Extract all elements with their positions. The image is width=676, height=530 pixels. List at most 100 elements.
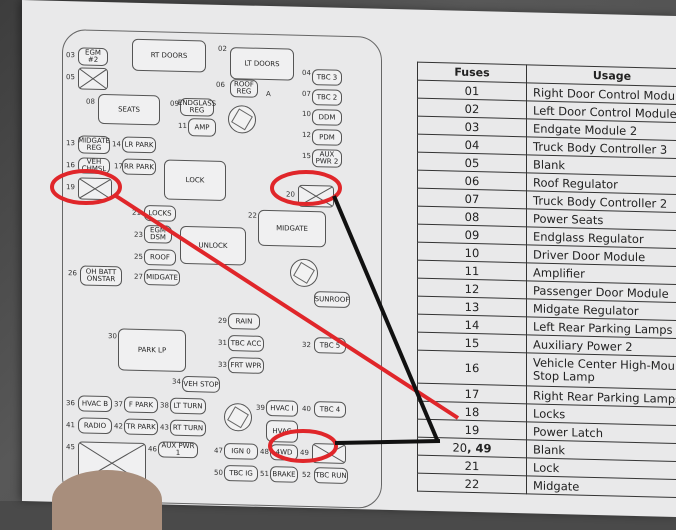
fuse-number-cell: 22 bbox=[418, 473, 527, 494]
relay-midgate: MIDGATE bbox=[258, 210, 326, 248]
fuse-aux-pwr1: AUX PWR 1 bbox=[158, 441, 198, 458]
fuse-ign0: IGN 0 bbox=[224, 443, 258, 460]
fuse-number: 37 bbox=[114, 400, 123, 408]
fuse-rt-turn: RT TURN bbox=[170, 420, 206, 437]
fuse-egm-dsm: EGM DSM bbox=[144, 225, 172, 244]
fuse-tbc-acc: TBC ACC bbox=[228, 335, 264, 352]
fuse-ddm: DDM bbox=[312, 109, 342, 126]
fuse-number: 19 bbox=[66, 183, 75, 191]
fuse-4wd: 4WD bbox=[270, 444, 298, 461]
fuse-egm2: EGM #2 bbox=[78, 47, 108, 66]
fuse-number-text: 13 bbox=[465, 299, 480, 313]
fuse-number: 20 bbox=[286, 190, 295, 198]
fuse-number-text: 21 bbox=[465, 458, 480, 472]
fuse-panel-marker: A bbox=[266, 90, 271, 98]
fuse-number: 05 bbox=[66, 73, 75, 81]
fuse-endglass-reg: ENDGLASS REG bbox=[180, 98, 214, 117]
fuse-roof-reg: ROOF REG bbox=[230, 79, 258, 98]
fuse-number-text: 11 bbox=[465, 263, 480, 277]
usage-cell: Midgate bbox=[527, 476, 676, 498]
fuse-sunroof: SUNROOF bbox=[314, 291, 350, 308]
fuse-number-text: 07 bbox=[465, 191, 480, 205]
fuse-number: 16 bbox=[66, 161, 75, 169]
fuse-number: 10 bbox=[302, 110, 311, 118]
relay-rt-doors: RT DOORS bbox=[132, 39, 206, 73]
relay-hvac: HVAC bbox=[266, 420, 298, 443]
fuse-number: 02 bbox=[218, 45, 227, 53]
fuse-number: 36 bbox=[66, 399, 75, 407]
fuse-tbc2: TBC 2 bbox=[312, 89, 342, 106]
fuse-number-text: 15 bbox=[465, 335, 480, 349]
relay-lt-doors: LT DOORS bbox=[230, 47, 294, 81]
fuse-number-text: 14 bbox=[465, 317, 480, 331]
fuse-tbc-ig: TBC IG bbox=[224, 465, 258, 482]
fuse-number-text: 03 bbox=[465, 119, 480, 133]
fuse-aux-pwr2: AUX PWR 2 bbox=[312, 149, 342, 168]
fuse-number: 08 bbox=[86, 98, 95, 106]
fuse-number-text: 17 bbox=[465, 386, 480, 400]
fuse-midgate-27: MIDGATE bbox=[144, 269, 180, 286]
fuse-number: 43 bbox=[160, 423, 169, 431]
fuse-veh-stop: VEH STOP bbox=[182, 376, 220, 393]
fuse-number: 40 bbox=[302, 405, 311, 413]
fuse-midgate-reg: MIDGATE REG bbox=[78, 135, 110, 154]
fuse-number-text: 22 bbox=[465, 476, 480, 490]
handwritten-annotation: , 49 bbox=[467, 440, 491, 455]
fuse-number: 33 bbox=[218, 361, 227, 369]
fuse-number: 21 bbox=[132, 209, 141, 217]
fuse-lr-park: LR PARK bbox=[122, 136, 156, 153]
fuse-veh-chmsl: VEH CHMSL bbox=[78, 157, 110, 174]
relay-seats: SEATS bbox=[98, 94, 160, 126]
fuse-number: 11 bbox=[178, 122, 187, 130]
fuse-frt-wpr: FRT WPR bbox=[228, 357, 264, 374]
fuse-number-text: 19 bbox=[465, 422, 480, 436]
fuse-number-text: 16 bbox=[465, 361, 480, 375]
fuse-oh-batt-onstar: OH BATT ONSTAR bbox=[80, 265, 122, 286]
fuse-number-text: 04 bbox=[465, 137, 480, 151]
fuse-number-text: 12 bbox=[465, 281, 480, 295]
fuse-radio: RADIO bbox=[78, 417, 112, 434]
fuse-number: 31 bbox=[218, 339, 227, 347]
fuse-pdm: PDM bbox=[312, 129, 342, 146]
fuse-blank-49 bbox=[312, 443, 346, 464]
fuse-rr-park: RR PARK bbox=[122, 158, 156, 175]
fuse-number-text: 01 bbox=[465, 83, 480, 97]
fuse-number-text: 08 bbox=[465, 209, 480, 223]
fuse-number: 06 bbox=[216, 81, 225, 89]
usage-cell: Vehicle Center High-Mount Stop Lamp bbox=[527, 353, 676, 390]
fuse-number: 14 bbox=[112, 140, 121, 148]
fuse-tbc3: TBC 3 bbox=[312, 69, 342, 86]
fuse-number: 27 bbox=[134, 273, 143, 281]
fuse-blank-19 bbox=[78, 177, 112, 200]
fuse-hvac-i: HVAC I bbox=[266, 400, 298, 417]
fuse-lt-turn: LT TURN bbox=[170, 398, 206, 415]
fuse-number: 29 bbox=[218, 317, 227, 325]
fuse-number: 15 bbox=[302, 152, 311, 160]
fuse-number: 47 bbox=[214, 447, 223, 455]
fuse-number: 42 bbox=[114, 422, 123, 430]
relay-park-lp: PARK LP bbox=[118, 328, 186, 372]
fuse-brake: BRAKE bbox=[270, 466, 298, 483]
fuse-number: 03 bbox=[66, 51, 75, 59]
fuse-tr-park: TR PARK bbox=[124, 418, 158, 435]
fuse-panel-diagram: 03 EGM #2 05 RT DOORS 02 LT DOORS TBC 3 … bbox=[40, 0, 390, 510]
bolt-icon bbox=[228, 105, 256, 134]
fuse-f-park: F PARK bbox=[124, 396, 158, 413]
fuse-number-text: 10 bbox=[465, 245, 480, 259]
fuse-number: 13 bbox=[66, 139, 75, 147]
fuse-number: 45 bbox=[66, 443, 75, 451]
fuse-hvac-b: HVAC B bbox=[78, 395, 112, 412]
fuse-number: 49 bbox=[300, 449, 309, 457]
fuse-number-text: 05 bbox=[465, 155, 480, 169]
fuse-tbc-run: TBC RUN bbox=[314, 467, 348, 484]
fuse-number: 07 bbox=[302, 90, 311, 98]
fuse-number: 12 bbox=[302, 131, 311, 139]
fuse-tbc4: TBC 4 bbox=[314, 401, 346, 418]
fuse-number: 23 bbox=[134, 231, 143, 239]
fuse-number: 25 bbox=[134, 253, 143, 261]
fuse-number: 38 bbox=[160, 401, 169, 409]
fuse-blank-20 bbox=[298, 185, 334, 208]
fuse-number: 52 bbox=[302, 471, 311, 479]
fuse-number-text: 06 bbox=[465, 173, 480, 187]
fuse-roof: ROOF bbox=[144, 249, 176, 266]
